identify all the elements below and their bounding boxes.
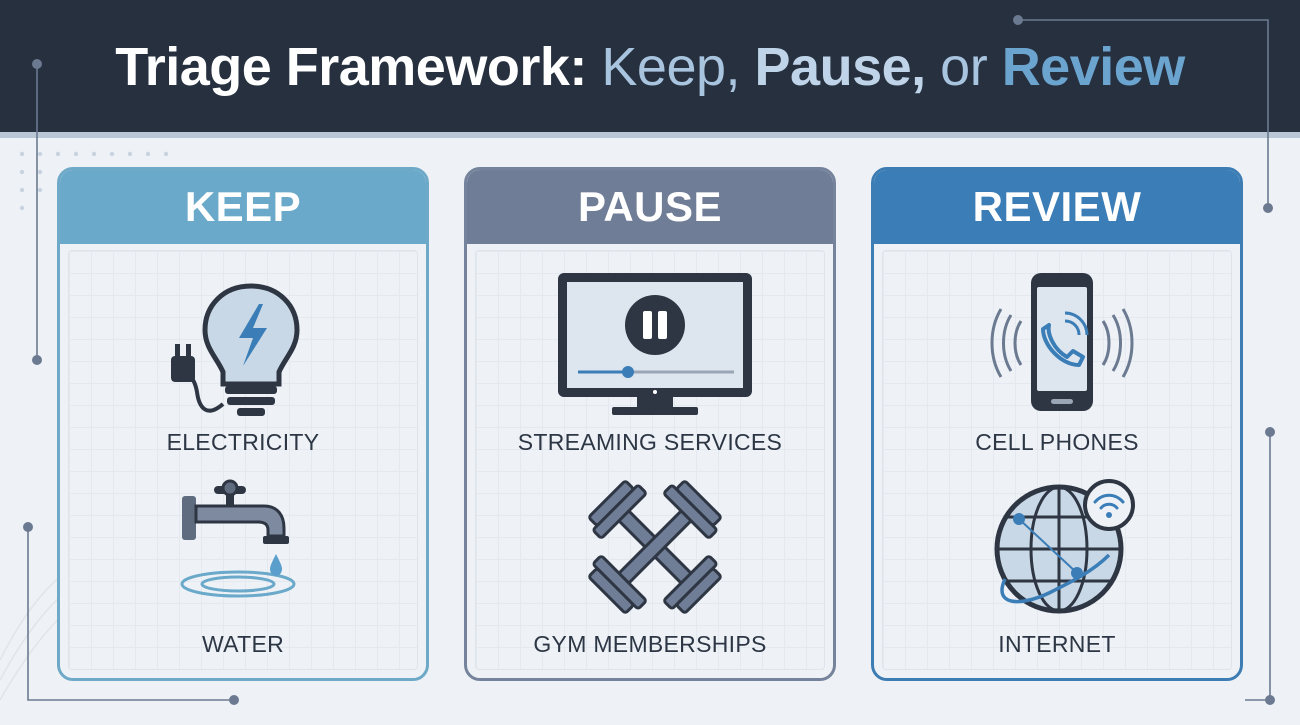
monitor-pause-icon [558, 273, 752, 415]
keep-header: KEEP [60, 170, 426, 244]
review-body: CELL PHONES INTERNET [882, 250, 1232, 670]
header-bar [0, 0, 1300, 132]
review-item-cell-phones: CELL PHONES [975, 429, 1139, 455]
title-part-keep: Keep, [601, 37, 741, 97]
pause-card: PAUSE STREAMING SERVICES [464, 167, 836, 681]
keep-item-water: WATER [202, 631, 284, 657]
review-header: REVIEW [874, 170, 1240, 244]
title-part-pause: Pause, [754, 37, 927, 97]
faucet-icon [180, 479, 296, 598]
header-divider [0, 132, 1300, 138]
title-part-or: or [940, 37, 988, 97]
title-part-framework: Triage Framework: [115, 37, 587, 97]
review-item-internet: INTERNET [998, 631, 1116, 657]
pause-header: PAUSE [467, 170, 833, 244]
page-title: Triage Framework: Keep, Pause, or Review [0, 36, 1300, 98]
review-card: REVIEW CELL PHONES [871, 167, 1243, 681]
pause-item-streaming-services: STREAMING SERVICES [517, 429, 783, 455]
smartphone-call-icon [990, 273, 1134, 411]
lightbulb-plug-icon [171, 283, 300, 416]
keep-card: KEEP ELECTRICITY WATER [57, 167, 429, 681]
globe-wifi-icon [994, 479, 1135, 614]
crossed-dumbbells-icon [588, 480, 722, 614]
keep-body: ELECTRICITY WATER [68, 250, 418, 670]
pause-body: STREAMING SERVICES GYM MEMBERSHIPS [475, 250, 825, 670]
keep-item-electricity: ELECTRICITY [166, 429, 320, 455]
pause-item-gym-memberships: GYM MEMBERSHIPS [533, 631, 767, 657]
title-part-review: Review [1001, 37, 1186, 97]
